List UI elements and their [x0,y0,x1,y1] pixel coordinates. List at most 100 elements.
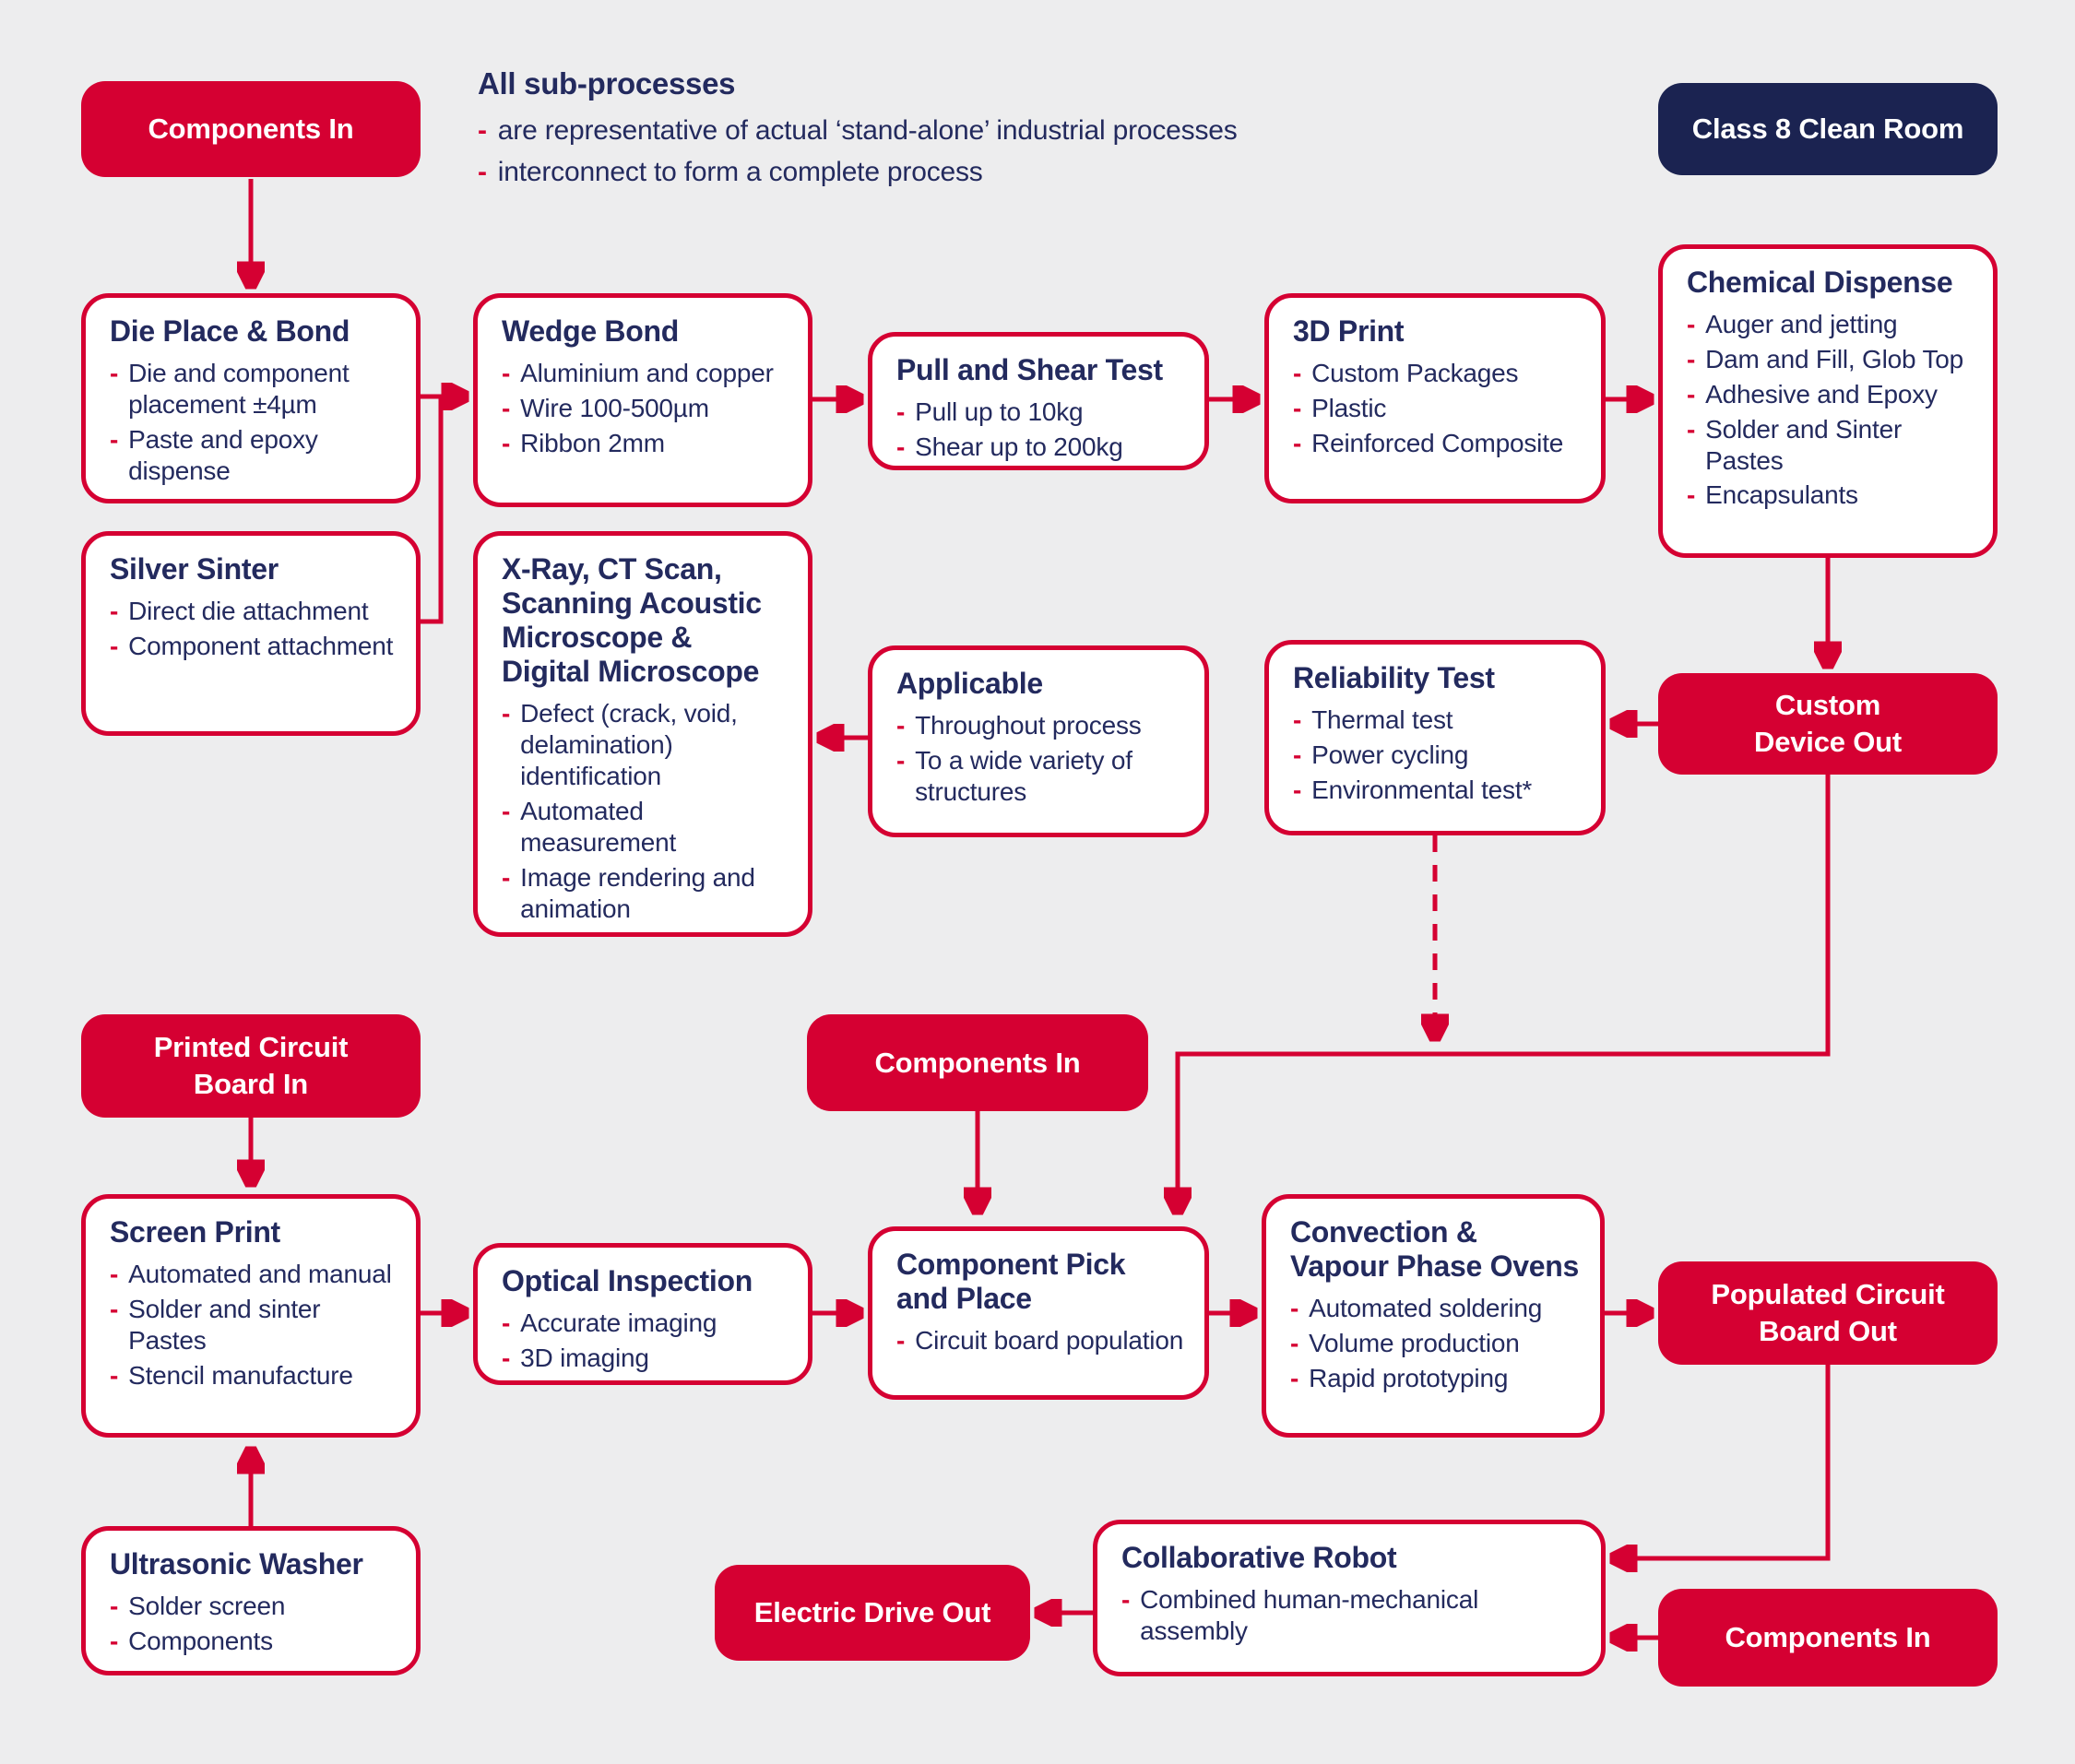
process-box-die-place-bond: Die Place & Bond -Die and component plac… [81,293,421,503]
box-title: Optical Inspection [502,1264,753,1297]
box-bullet: -Die and component placement ±4µm [110,359,350,419]
box-title: Chemical Dispense [1687,266,1953,299]
box-title: Applicable [896,667,1043,700]
box-bullet: -3D imaging [502,1343,649,1372]
legend-bullet: -interconnect to form a complete process [478,157,983,187]
box-bullet: -Rapid prototyping [1290,1363,1509,1392]
process-box-reliability-test: Reliability Test -Thermal test -Power cy… [1264,640,1606,835]
box-bullet: -Solder and sinter Pastes [110,1294,321,1355]
process-box-silver-sinter: Silver Sinter -Direct die attachment -Co… [81,531,421,736]
bullet-dash: - [1687,310,1696,339]
box-bullet: -Ribbon 2mm [502,428,665,457]
box-title: Pull and Shear Test [896,353,1163,386]
bullet-dash: - [1293,705,1302,735]
bullet-dash: - [1290,1363,1299,1392]
box-title: Screen Print [110,1215,280,1249]
process-box-ultrasonic-washer: Ultrasonic Washer -Solder screen -Compon… [81,1526,421,1675]
box-bullet: -Reinforced Composite [1293,428,1564,457]
badge-components-in-bottom: Components In [1658,1589,1998,1687]
bullet-dash: - [1293,359,1302,388]
bullet-dash: - [502,1343,511,1372]
box-bullet: -Combined human-mechanical assembly [1121,1585,1479,1645]
bullet-dash: - [896,1326,906,1356]
bullet-dash: - [1687,344,1696,373]
process-box-convection-vapour-ovens: Convection & Vapour Phase Ovens -Automat… [1262,1194,1605,1438]
process-box-collaborative-robot: Collaborative Robot -Combined human-mech… [1093,1520,1606,1676]
badge-populated-circuit-board-out: Populated Circuit Board Out [1658,1261,1998,1365]
bullet-dash: - [1293,428,1302,457]
badge-custom-device-out: Custom Device Out [1658,673,1998,775]
box-title: 3D Print [1293,314,1405,348]
box-bullet: -Encapsulants [1687,480,1858,510]
bullet-dash: - [110,1260,119,1289]
box-title: Collaborative Robot [1121,1541,1397,1574]
bullet-dash: - [110,1626,119,1655]
box-bullet: -Adhesive and Epoxy [1687,379,1938,408]
bullet-dash: - [1293,775,1302,804]
bullet-dash: - [478,157,487,187]
box-bullet: -Image rendering and animation [502,862,755,923]
box-bullet: -Shear up to 200kg [896,432,1123,461]
bullet-dash: - [1687,414,1696,444]
bullet-dash: - [1293,740,1302,769]
box-title: Convection & Vapour Phase Ovens [1290,1215,1579,1284]
bullet-dash: - [502,862,511,892]
bullet-dash: - [1290,1329,1299,1358]
box-title: Die Place & Bond [110,314,350,348]
bullet-dash: - [1121,1585,1131,1615]
box-bullet: -Circuit board population [896,1326,1184,1356]
bullet-dash: - [502,797,511,826]
bullet-dash: - [110,631,119,660]
box-bullet: -Automated soldering [1290,1294,1543,1323]
process-box-3d-print: 3D Print -Custom Packages -Plastic -Rein… [1264,293,1606,503]
box-bullet: -Direct die attachment [110,597,369,626]
box-bullet: -Throughout process [896,711,1142,740]
bullet-dash: - [1687,379,1696,408]
bullet-dash: - [110,597,119,626]
box-bullet: -Automated and manual [110,1260,392,1289]
bullet-dash: - [502,393,511,422]
box-bullet: -Volume production [1290,1329,1520,1358]
badge-components-in-mid: Components In [807,1014,1148,1111]
bullet-dash: - [896,397,906,427]
process-box-pull-shear-test: Pull and Shear Test -Pull up to 10kg -Sh… [868,332,1209,470]
box-bullet: -Environmental test* [1293,775,1533,804]
elbow-customout-to-pickplace [1178,775,1831,1208]
process-box-screen-print: Screen Print -Automated and manual -Sold… [81,1194,421,1438]
bullet-dash: - [1687,480,1696,510]
bullet-dash: - [110,1592,119,1621]
bullet-dash: - [896,711,906,740]
bullet-dash: - [502,359,511,388]
box-bullet: -Solder and Sinter Pastes [1687,414,1903,475]
box-title: Silver Sinter [110,552,279,586]
line-silversinter-junction [421,397,444,624]
box-title: Reliability Test [1293,661,1495,694]
box-bullet: -Aluminium and copper [502,359,774,388]
bullet-dash: - [1293,393,1302,422]
bullet-dash: - [110,1360,119,1390]
process-box-component-pick-place: Component Pick and Place -Circuit board … [868,1226,1209,1400]
box-bullet: -Plastic [1293,393,1387,422]
bullet-dash: - [110,359,119,388]
bullet-dash: - [502,699,511,728]
process-box-wedge-bond: Wedge Bond -Aluminium and copper -Wire 1… [473,293,812,507]
box-bullet: -Accurate imaging [502,1308,717,1338]
box-title: Ultrasonic Washer [110,1547,363,1580]
box-bullet: -Custom Packages [1293,359,1519,388]
process-box-applicable: Applicable -Throughout process -To a wid… [868,645,1209,837]
badge-electric-drive-out: Electric Drive Out [715,1565,1030,1661]
bullet-dash: - [1290,1294,1299,1323]
box-bullet: -Automated measurement [502,797,677,857]
legend-all-sub-processes: All sub-processes -are representative of… [478,66,1584,197]
bullet-dash: - [896,745,906,775]
box-bullet: -Auger and jetting [1687,310,1898,339]
process-box-xray-ct-scan: X-Ray, CT Scan, Scanning Acoustic Micros… [473,531,812,937]
bullet-dash: - [502,1308,511,1338]
box-bullet: -Defect (crack, void, delamination) iden… [502,699,738,791]
legend-title: All sub-processes [478,66,736,101]
badge-class8-clean-room: Class 8 Clean Room [1658,83,1998,175]
bullet-dash: - [502,428,511,457]
box-bullet: -To a wide variety of structures [896,745,1132,806]
